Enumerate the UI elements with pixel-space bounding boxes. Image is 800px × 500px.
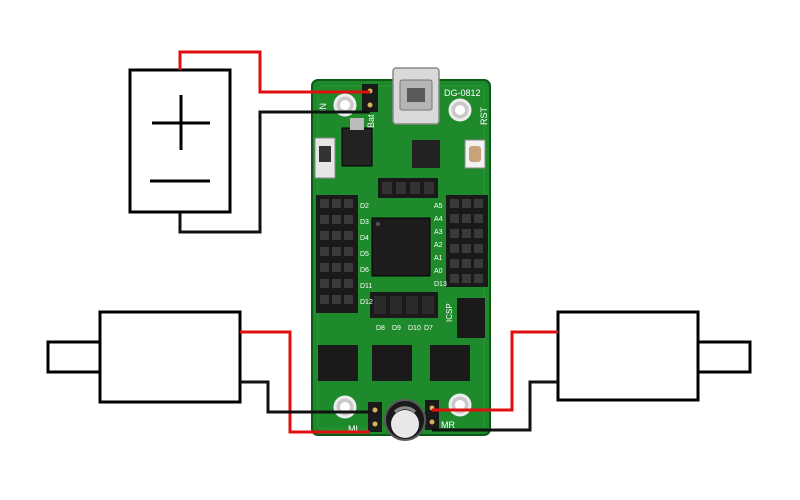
header-pin bbox=[332, 279, 341, 288]
header-pin bbox=[474, 259, 483, 268]
push-button-icon bbox=[464, 139, 486, 169]
left-motor-red-wire bbox=[240, 330, 370, 434]
mounting-hole bbox=[448, 393, 472, 417]
header-pin bbox=[320, 295, 329, 304]
pin-label-left: D2 bbox=[360, 203, 369, 210]
header-pin bbox=[320, 231, 329, 240]
pin-label-right: A0 bbox=[434, 268, 443, 275]
pin-label-left: D12 bbox=[360, 299, 373, 306]
header-pin bbox=[344, 279, 353, 288]
header-pin bbox=[344, 295, 353, 304]
left-motor-label: ML bbox=[348, 424, 361, 434]
header-pin bbox=[320, 199, 329, 208]
header-pin bbox=[450, 229, 459, 238]
pin-label-bottom: D8 bbox=[376, 325, 385, 332]
header-pin bbox=[344, 215, 353, 224]
header-pin bbox=[332, 215, 341, 224]
mounting-hole bbox=[448, 98, 472, 122]
pin-label-bottom: D7 bbox=[424, 325, 433, 332]
header-pin bbox=[450, 274, 459, 283]
header-pin bbox=[320, 247, 329, 256]
reset-label: RST bbox=[479, 106, 489, 125]
header-pin bbox=[474, 229, 483, 238]
jumper-block bbox=[370, 292, 438, 318]
header-pin bbox=[462, 214, 471, 223]
board-model-label: DG-0812 bbox=[444, 88, 481, 98]
right-pin-header bbox=[446, 195, 488, 287]
header-pin bbox=[344, 247, 353, 256]
pin-label-right: D13 bbox=[434, 281, 447, 288]
header-pin bbox=[474, 274, 483, 283]
left-motor bbox=[46, 310, 242, 404]
header-pin bbox=[450, 214, 459, 223]
right-motor bbox=[556, 310, 752, 402]
input-label: IN bbox=[318, 103, 328, 112]
mini-usb-connector-icon bbox=[392, 67, 440, 125]
header-pin bbox=[474, 214, 483, 223]
header-pin bbox=[344, 199, 353, 208]
header-pin bbox=[450, 199, 459, 208]
header-pin bbox=[462, 274, 471, 283]
pin-label-left: D6 bbox=[360, 267, 369, 274]
mounting-hole bbox=[333, 93, 357, 117]
pin-label-bottom: D10 bbox=[408, 325, 421, 332]
header-pin bbox=[450, 244, 459, 253]
header-pin bbox=[462, 259, 471, 268]
header-pin bbox=[320, 263, 329, 272]
header-pin bbox=[450, 259, 459, 268]
voltage-regulator bbox=[341, 118, 373, 167]
header-pin bbox=[332, 295, 341, 304]
pin-label-left: D11 bbox=[360, 283, 372, 290]
pin-label-right: A5 bbox=[434, 203, 443, 210]
header-pin bbox=[332, 199, 341, 208]
power-switch bbox=[314, 137, 336, 179]
header-pin bbox=[462, 199, 471, 208]
microcontroller-chip bbox=[371, 217, 431, 277]
battery-header bbox=[362, 84, 378, 112]
header-pin bbox=[332, 247, 341, 256]
icsp-label: ICSP bbox=[445, 303, 454, 322]
electrolytic-capacitor-icon bbox=[384, 399, 426, 441]
header-pin bbox=[474, 199, 483, 208]
pcb-board: DG-0812 Bat IN RST ML MR ICSP D2D3D4D5D6… bbox=[311, 67, 491, 441]
pin-label-left: D4 bbox=[360, 235, 369, 242]
right-motor-red-wire bbox=[432, 330, 558, 412]
icsp-header bbox=[457, 298, 485, 338]
usb-ic bbox=[412, 140, 440, 168]
pin-label-right: A4 bbox=[434, 216, 443, 223]
header-pin bbox=[462, 229, 471, 238]
header-pin bbox=[320, 215, 329, 224]
pin-label-right: A3 bbox=[434, 229, 443, 236]
pin-label-bottom: D9 bbox=[392, 325, 401, 332]
header-pin bbox=[332, 263, 341, 272]
left-motor-terminal bbox=[368, 402, 382, 432]
top-header bbox=[378, 178, 438, 198]
header-pin bbox=[474, 244, 483, 253]
right-motor-label: MR bbox=[441, 420, 455, 430]
header-pin bbox=[320, 279, 329, 288]
pin-label-right: A2 bbox=[434, 242, 443, 249]
header-pin bbox=[332, 231, 341, 240]
motor-driver-headers bbox=[318, 345, 470, 381]
pin-label-right: A1 bbox=[434, 255, 443, 262]
left-motor-black-wire bbox=[240, 380, 370, 414]
battery-negative-wire bbox=[178, 110, 370, 234]
right-motor-terminal bbox=[425, 400, 439, 430]
battery-positive-wire bbox=[178, 50, 370, 94]
right-motor-black-wire bbox=[432, 380, 558, 432]
battery-header-label: Bat bbox=[366, 114, 376, 128]
header-pin bbox=[344, 263, 353, 272]
header-pin bbox=[344, 231, 353, 240]
mounting-hole bbox=[333, 395, 357, 419]
header-pin bbox=[462, 244, 471, 253]
pin-label-left: D3 bbox=[360, 219, 369, 226]
pin-label-left: D5 bbox=[360, 251, 369, 258]
battery-symbol-icon bbox=[128, 68, 232, 214]
